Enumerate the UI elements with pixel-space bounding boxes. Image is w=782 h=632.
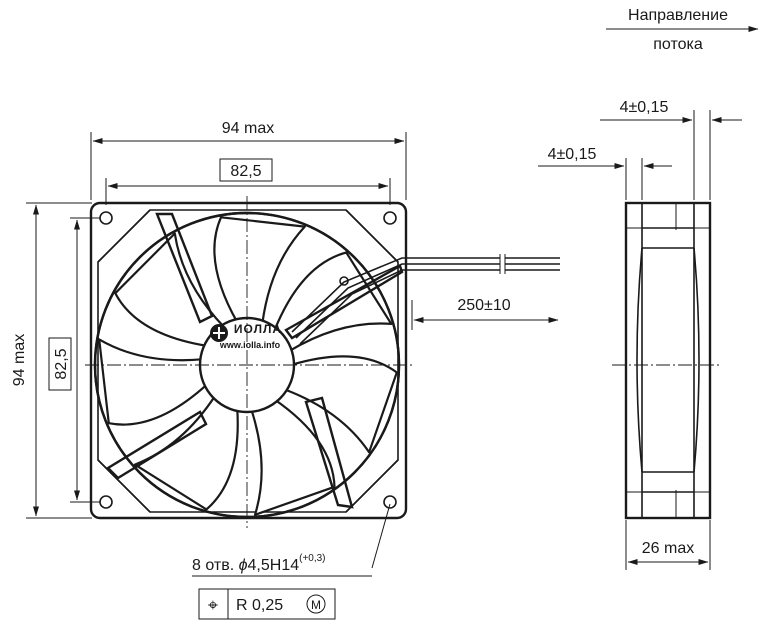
depth-max-label: 26 max [642, 540, 694, 557]
position-tolerance-frame: ⌖ R 0,25 M [198, 588, 336, 620]
dimension-hole-spacing-vertical: 82,5 [48, 217, 100, 503]
fan-blade [98, 338, 209, 426]
fan-blade [213, 216, 306, 325]
height-max-label: 94 max [11, 334, 28, 386]
support-struts [106, 212, 404, 509]
fan-blade [114, 232, 226, 347]
hole-tolerance: (+0,3) [299, 553, 325, 564]
mmc-modifier: M [311, 598, 321, 612]
mounting-hole-top-left [99, 211, 113, 225]
strut-cable [284, 264, 404, 340]
position-symbol: ⌖ [208, 595, 218, 615]
cable-length-label: 250±10 [457, 297, 510, 314]
hole-spacing-v-label: 82,5 [53, 348, 70, 379]
dimension-height-max: 94 max [11, 202, 92, 519]
mounting-hole-top-right [383, 211, 397, 225]
flow-direction-line1: Направление [628, 7, 728, 24]
hole-count-prefix: 8 отв. [192, 557, 239, 574]
side-view: 4±0,15 4±0,15 26 max [538, 99, 742, 570]
strut-bottom [304, 396, 354, 509]
dimension-side-offset-second: 4±0,15 [538, 146, 672, 200]
position-value: R 0,25 [236, 597, 283, 614]
dimension-side-offset-top: 4±0,15 [600, 99, 742, 200]
flow-direction-line2: потока [653, 36, 703, 53]
fan-blade [250, 398, 336, 516]
flow-direction-note: Направление потока [606, 7, 759, 53]
side-outline [624, 201, 712, 520]
dimension-depth-max: 26 max [625, 520, 711, 570]
center-lines [85, 196, 412, 528]
mmc-modifier-circle [306, 594, 326, 614]
hole-callout-text: 8 отв. ϕ4,5H14(+0,3) [192, 553, 326, 574]
side-offset-top-label: 4±0,15 [620, 99, 669, 116]
fan-blade [133, 394, 239, 511]
diameter-symbol: ϕ [239, 557, 248, 574]
dimension-cable-length: 250±10 [411, 297, 559, 330]
dimension-width-max: 94 max [90, 120, 407, 200]
front-view: 94 max 82,5 94 max 82,5 [11, 120, 560, 620]
strut-top [155, 212, 214, 324]
mounting-hole-bottom-right [383, 495, 397, 509]
hub-logo-text: ИОЛЛА [234, 322, 282, 336]
basic-dimension-frame-v [48, 337, 72, 391]
mounting-hole-bottom-left [99, 495, 113, 509]
mounting-holes [99, 211, 397, 509]
fan-blades [98, 216, 398, 516]
strut-left [106, 410, 208, 480]
dimension-hole-spacing-horizontal: 82,5 [105, 158, 391, 205]
hole-spacing-h-label: 82,5 [230, 163, 261, 180]
fan-cable [291, 254, 560, 345]
rotor [93, 211, 401, 519]
hole-callout: 8 отв. ϕ4,5H14(+0,3) [192, 503, 391, 577]
basic-dimension-frame-h [219, 158, 273, 182]
side-offset-second-label: 4±0,15 [548, 146, 597, 163]
width-max-label: 94 max [222, 120, 274, 137]
hole-spec: 4,5H14 [248, 557, 300, 574]
hub-url-text: www.iolla.info [219, 340, 281, 350]
